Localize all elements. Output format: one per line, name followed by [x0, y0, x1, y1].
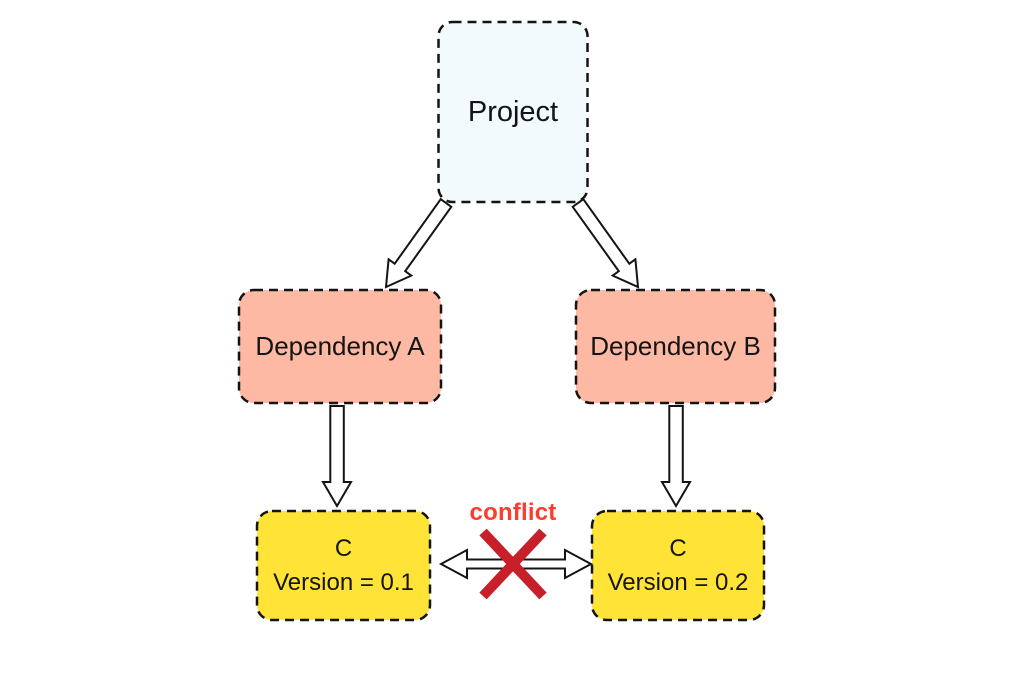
edge-project-to-dep-a-arrow — [384, 197, 453, 289]
edge-project-to-dep-b-arrow — [571, 197, 640, 289]
edge-dep-b-to-c2-arrow — [660, 405, 692, 508]
conflict-x-icon — [479, 528, 547, 600]
edge-dep-a-to-c1-arrow — [321, 405, 353, 508]
node-project-box — [437, 20, 589, 204]
node-dep_b-box — [574, 288, 777, 405]
node-dep_a-box — [237, 288, 443, 405]
node-c1-box — [255, 509, 432, 622]
node-c2-box — [590, 509, 766, 622]
